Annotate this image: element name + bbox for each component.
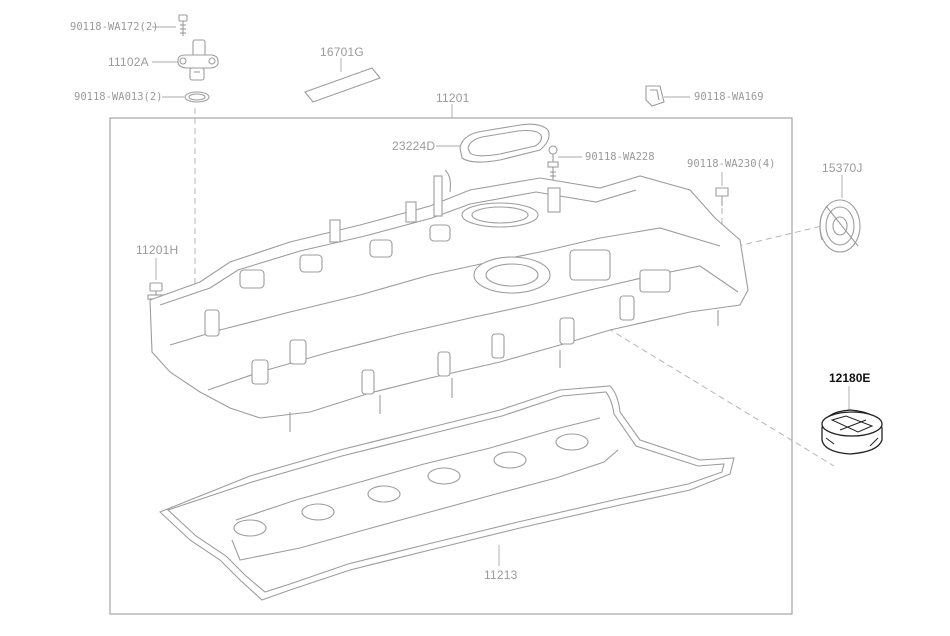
- assembly-frame: [109, 117, 793, 615]
- label-90118-wa228[interactable]: 90118-WA228: [585, 151, 655, 163]
- bolt-wa172: [178, 14, 188, 36]
- head-cover-11201: [149, 169, 749, 432]
- bolt-wa230: [715, 187, 729, 206]
- valve-15370j: [819, 199, 861, 253]
- label-90118-wa172[interactable]: 90118-WA172(2): [70, 21, 159, 33]
- label-11213[interactable]: 11213: [484, 568, 518, 582]
- tape-16701g: [304, 67, 381, 103]
- label-12180e[interactable]: 12180E: [829, 371, 871, 385]
- gasket-23224d: [459, 123, 550, 163]
- oring-wa013: [184, 91, 210, 103]
- gasket-11213: [158, 385, 735, 601]
- oil-cap-12180e[interactable]: [821, 409, 883, 455]
- sensor-11102a: [177, 39, 219, 81]
- label-90118-wa169[interactable]: 90118-WA169: [694, 91, 764, 103]
- stud-wa228: [547, 145, 559, 180]
- label-23224d[interactable]: 23224D: [392, 139, 436, 153]
- label-11201[interactable]: 11201: [436, 91, 470, 105]
- label-90118-wa230[interactable]: 90118-WA230(4): [687, 158, 776, 170]
- label-90118-wa013[interactable]: 90118-WA013(2): [74, 91, 163, 103]
- leader-lines: [152, 26, 850, 566]
- label-11102a[interactable]: 11102A: [108, 55, 149, 69]
- label-15370j[interactable]: 15370J: [822, 161, 863, 175]
- label-16701g[interactable]: 16701G: [320, 45, 364, 59]
- clip-wa169: [645, 85, 665, 107]
- label-11201h[interactable]: 11201H: [136, 243, 179, 257]
